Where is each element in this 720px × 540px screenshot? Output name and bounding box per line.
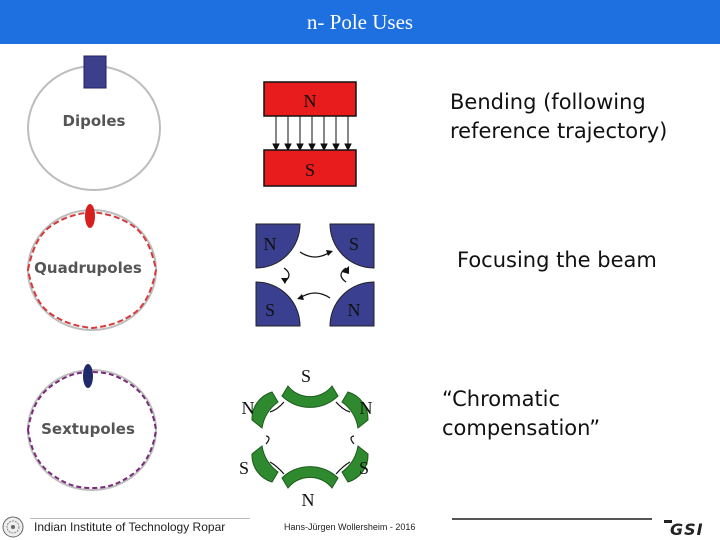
quadrupole-description: Focusing the beam <box>457 248 657 272</box>
quad-label-n-top: N <box>264 234 277 254</box>
dipole-description: Bending (following reference trajectory) <box>450 88 667 146</box>
sextupole-description-line2: compensation” <box>442 416 601 440</box>
sext-pole-bottom-right <box>341 445 369 483</box>
sextupole-magnet-diagram: S N N S S N <box>239 366 373 510</box>
sext-label-s-right: S <box>359 458 369 478</box>
quad-field-lines <box>283 251 347 299</box>
footer-divider-left <box>30 518 250 519</box>
gsi-logo: GSI <box>664 520 704 538</box>
ring-label-sextupoles: Sextupoles <box>41 420 135 438</box>
sextupole-description-line1: “Chromatic <box>442 387 561 411</box>
ring-label-dipoles: Dipoles <box>63 112 126 130</box>
sextupole-beam-envelope <box>26 370 158 490</box>
quad-pole-bottom-right <box>329 281 375 327</box>
dipole-magnet-diagram: N S <box>263 81 357 187</box>
quad-pole-bottom-left <box>255 281 301 327</box>
sext-label-s-left: S <box>239 458 249 478</box>
dipole-north-label: N <box>304 91 317 111</box>
ring-label-quadrupoles: Quadrupoles <box>34 259 142 277</box>
dipole-field-arrows <box>272 116 352 152</box>
sext-label-n-right: N <box>360 398 373 418</box>
sext-pole-bottom-left <box>251 445 279 483</box>
sext-label-n-bottom: N <box>302 490 315 510</box>
quadrupole-beam-envelope <box>26 210 158 330</box>
footer-institute: Indian Institute of Technology Ropar <box>34 520 226 534</box>
sext-label-s-top: S <box>301 366 311 386</box>
quadrupole-magnet <box>85 204 95 228</box>
dipole-south-pole <box>263 149 357 187</box>
dipole-description-line1: Bending (following <box>450 90 646 114</box>
svg-text:GSI: GSI <box>670 520 704 538</box>
dipole-ring-diagram: Dipoles <box>27 55 161 191</box>
quad-label-n-bottom: N <box>348 300 361 320</box>
quad-label-s-bottom: S <box>265 300 275 320</box>
dipole-magnet-block <box>83 55 107 89</box>
sext-label-n-left: N <box>242 398 255 418</box>
sextupole-ring-diagram: Sextupoles <box>26 364 158 491</box>
title-bar: n- Pole Uses <box>0 0 720 44</box>
slide-title: n- Pole Uses <box>306 10 414 34</box>
sextupole-description: “Chromatic compensation” <box>442 385 600 443</box>
dipole-description-line2: reference trajectory) <box>450 119 668 143</box>
dipole-north-pole <box>263 81 357 117</box>
sext-pole-top-right <box>341 391 369 429</box>
quad-pole-top-right <box>329 223 375 269</box>
quad-label-s-top: S <box>349 234 359 254</box>
sext-pole-top-left <box>251 391 279 429</box>
sext-pole-bottom <box>281 466 339 489</box>
quad-pole-top-left <box>255 223 301 269</box>
sextupole-poles <box>251 385 369 489</box>
quadrupole-ring-diagram: Quadrupoles <box>26 204 158 331</box>
institute-seal-icon <box>2 516 24 538</box>
footer-divider-right <box>452 518 652 520</box>
dipole-south-label: S <box>305 160 315 180</box>
quadrupole-magnet-diagram: N S S N <box>255 223 375 327</box>
sextupole-magnet <box>83 364 93 388</box>
sext-field-lines <box>265 401 355 475</box>
sext-pole-top <box>281 385 339 408</box>
footer-author: Hans-Jürgen Wollersheim - 2016 <box>284 522 416 532</box>
